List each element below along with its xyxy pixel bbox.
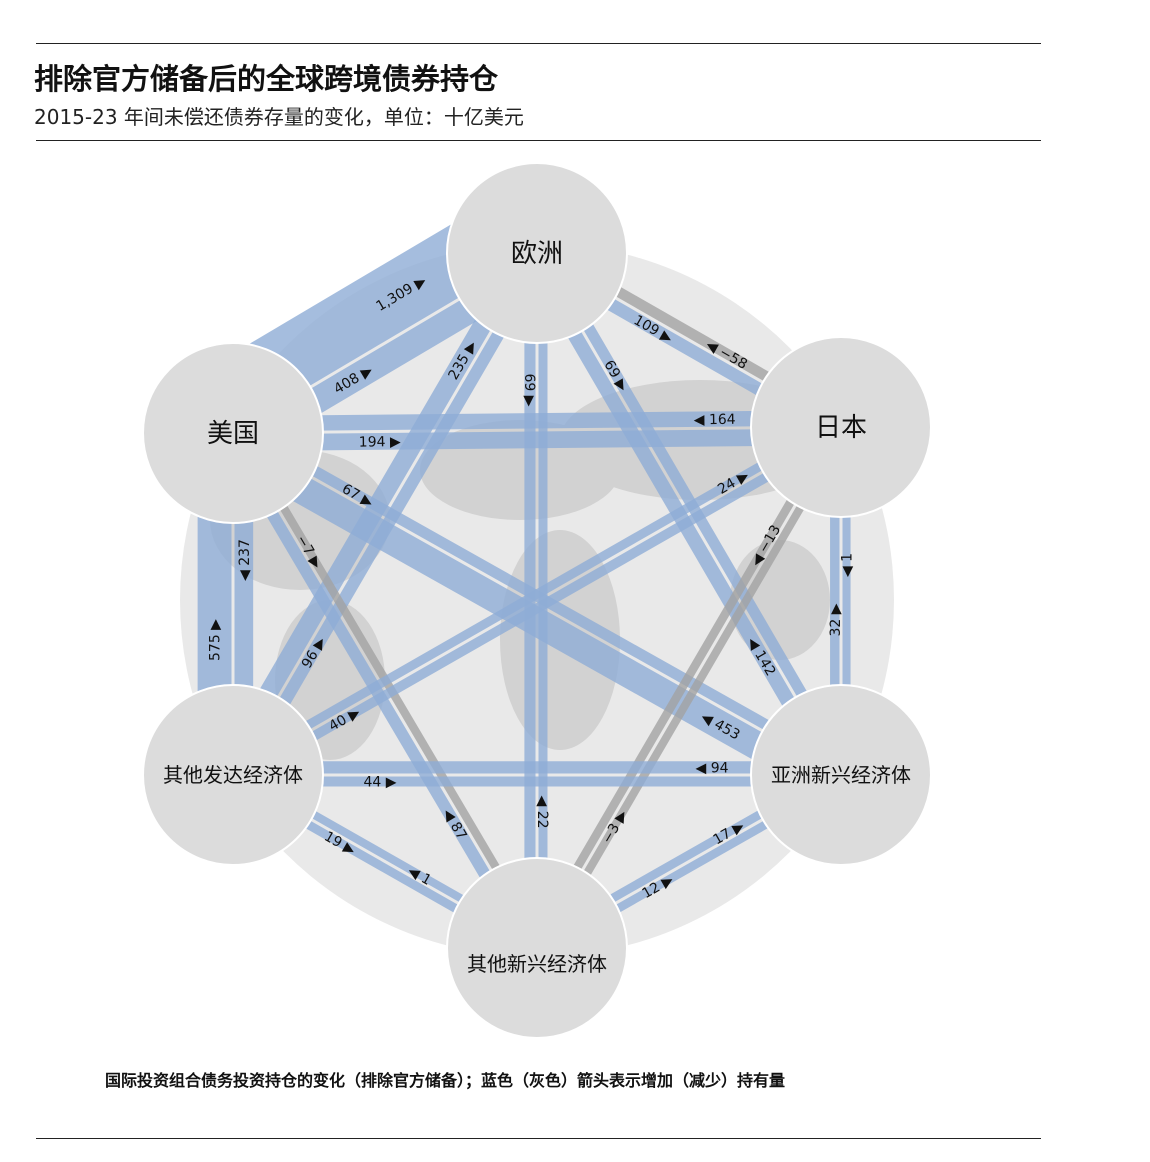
flow-band-jp-oem bbox=[528, 421, 840, 948]
node-eu: 欧洲 bbox=[446, 162, 628, 344]
node-label: 其他新兴经济体 bbox=[467, 952, 607, 976]
node-oem: 其他新兴经济体 bbox=[446, 857, 628, 1039]
node-circle bbox=[142, 684, 324, 866]
chart-subtitle: 2015-23 年间未偿还债券存量的变化，单位：十亿美元 bbox=[34, 105, 524, 129]
node-oad: 其他发达经济体 bbox=[142, 684, 324, 866]
flow-band-jp-us bbox=[232, 410, 841, 432]
node-circle bbox=[750, 684, 932, 866]
node-label: 亚洲新兴经济体 bbox=[771, 763, 911, 787]
bottom-rule bbox=[36, 1138, 1041, 1139]
flow-label: ◀ 1 bbox=[840, 553, 856, 577]
flow-label: 44 ▶ bbox=[363, 774, 396, 790]
flow-label: 575 ▶ bbox=[208, 619, 224, 661]
header-rule bbox=[36, 140, 1041, 141]
flow-label: 32 ▶ bbox=[828, 603, 844, 636]
flow-band-oad-jp bbox=[227, 417, 841, 774]
flow-label: ◀ 237 bbox=[237, 539, 253, 581]
flow-band-us-jp bbox=[233, 428, 842, 452]
flow-band-us-aem bbox=[233, 422, 848, 774]
node-circle bbox=[142, 342, 324, 524]
node-label: 欧洲 bbox=[511, 239, 563, 269]
footnote: 国际投资组合债务投资持仓的变化（排除官方储备）；蓝色（灰色）箭头表示增加（减少）… bbox=[105, 1071, 786, 1090]
flow-label: 194 ▶ bbox=[359, 434, 401, 450]
flow-label: ◀ 164 bbox=[694, 412, 736, 428]
node-label: 美国 bbox=[207, 419, 259, 449]
flow-label: ◀ 94 bbox=[695, 760, 728, 776]
node-label: 其他发达经济体 bbox=[163, 763, 303, 787]
node-circle bbox=[446, 162, 628, 344]
flow-label: 69 ▶ bbox=[521, 373, 537, 406]
flow-band-oem-jp bbox=[538, 427, 850, 953]
node-circle bbox=[446, 857, 628, 1039]
flow-band-oad-jp bbox=[233, 428, 847, 785]
flow-label: ◀ 22 bbox=[534, 795, 550, 828]
node-circle bbox=[750, 336, 932, 518]
node-aem: 亚洲新兴经济体 bbox=[750, 684, 932, 866]
node-label: 日本 bbox=[815, 413, 867, 443]
top-rule bbox=[36, 43, 1041, 44]
flow-band-aem-eu bbox=[523, 253, 840, 783]
node-us: 美国 bbox=[142, 342, 324, 524]
node-jp: 日本 bbox=[750, 336, 932, 518]
chart-title: 排除官方储备后的全球跨境债券持仓 bbox=[34, 62, 499, 96]
flow-band-eu-aem bbox=[538, 246, 852, 775]
